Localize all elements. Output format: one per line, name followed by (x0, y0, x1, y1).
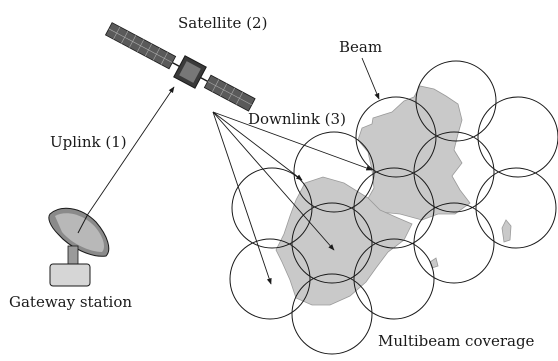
beam-pointer-arrow (361, 57, 380, 100)
beam-circle (353, 238, 435, 320)
satellite-label: Satellite (2) (178, 14, 267, 32)
france-landmass (357, 85, 471, 221)
gateway-label: Gateway station (9, 293, 132, 311)
beam-circle (293, 131, 375, 213)
coverage-label: Multibeam coverage (378, 332, 535, 350)
beam-circles (229, 60, 558, 355)
beam-circle (413, 131, 495, 213)
beam-circle (415, 60, 497, 142)
uplink-arrow (87, 86, 175, 215)
beam-circle (475, 167, 557, 249)
downlink-arrow (212, 111, 303, 181)
beam-circle (355, 96, 437, 178)
dish-mount (67, 245, 79, 265)
link-arrows (87, 57, 380, 285)
beam-circle (291, 202, 373, 284)
gateway-dish-icon (48, 207, 110, 287)
satellite-icon (104, 22, 256, 112)
island-landmass (501, 219, 512, 243)
uplink-label: Uplink (1) (50, 133, 127, 151)
beam-circle (413, 202, 495, 284)
downlink-label: Downlink (3) (248, 110, 346, 128)
dish-base (49, 263, 91, 287)
beam-circle (477, 96, 558, 178)
downlink-arrow (212, 111, 335, 251)
beam-label: Beam (339, 38, 382, 56)
downlink-arrow (212, 111, 272, 285)
beam-circle (291, 273, 373, 355)
downlink-arrow (212, 111, 373, 171)
beam-circle (229, 238, 311, 320)
